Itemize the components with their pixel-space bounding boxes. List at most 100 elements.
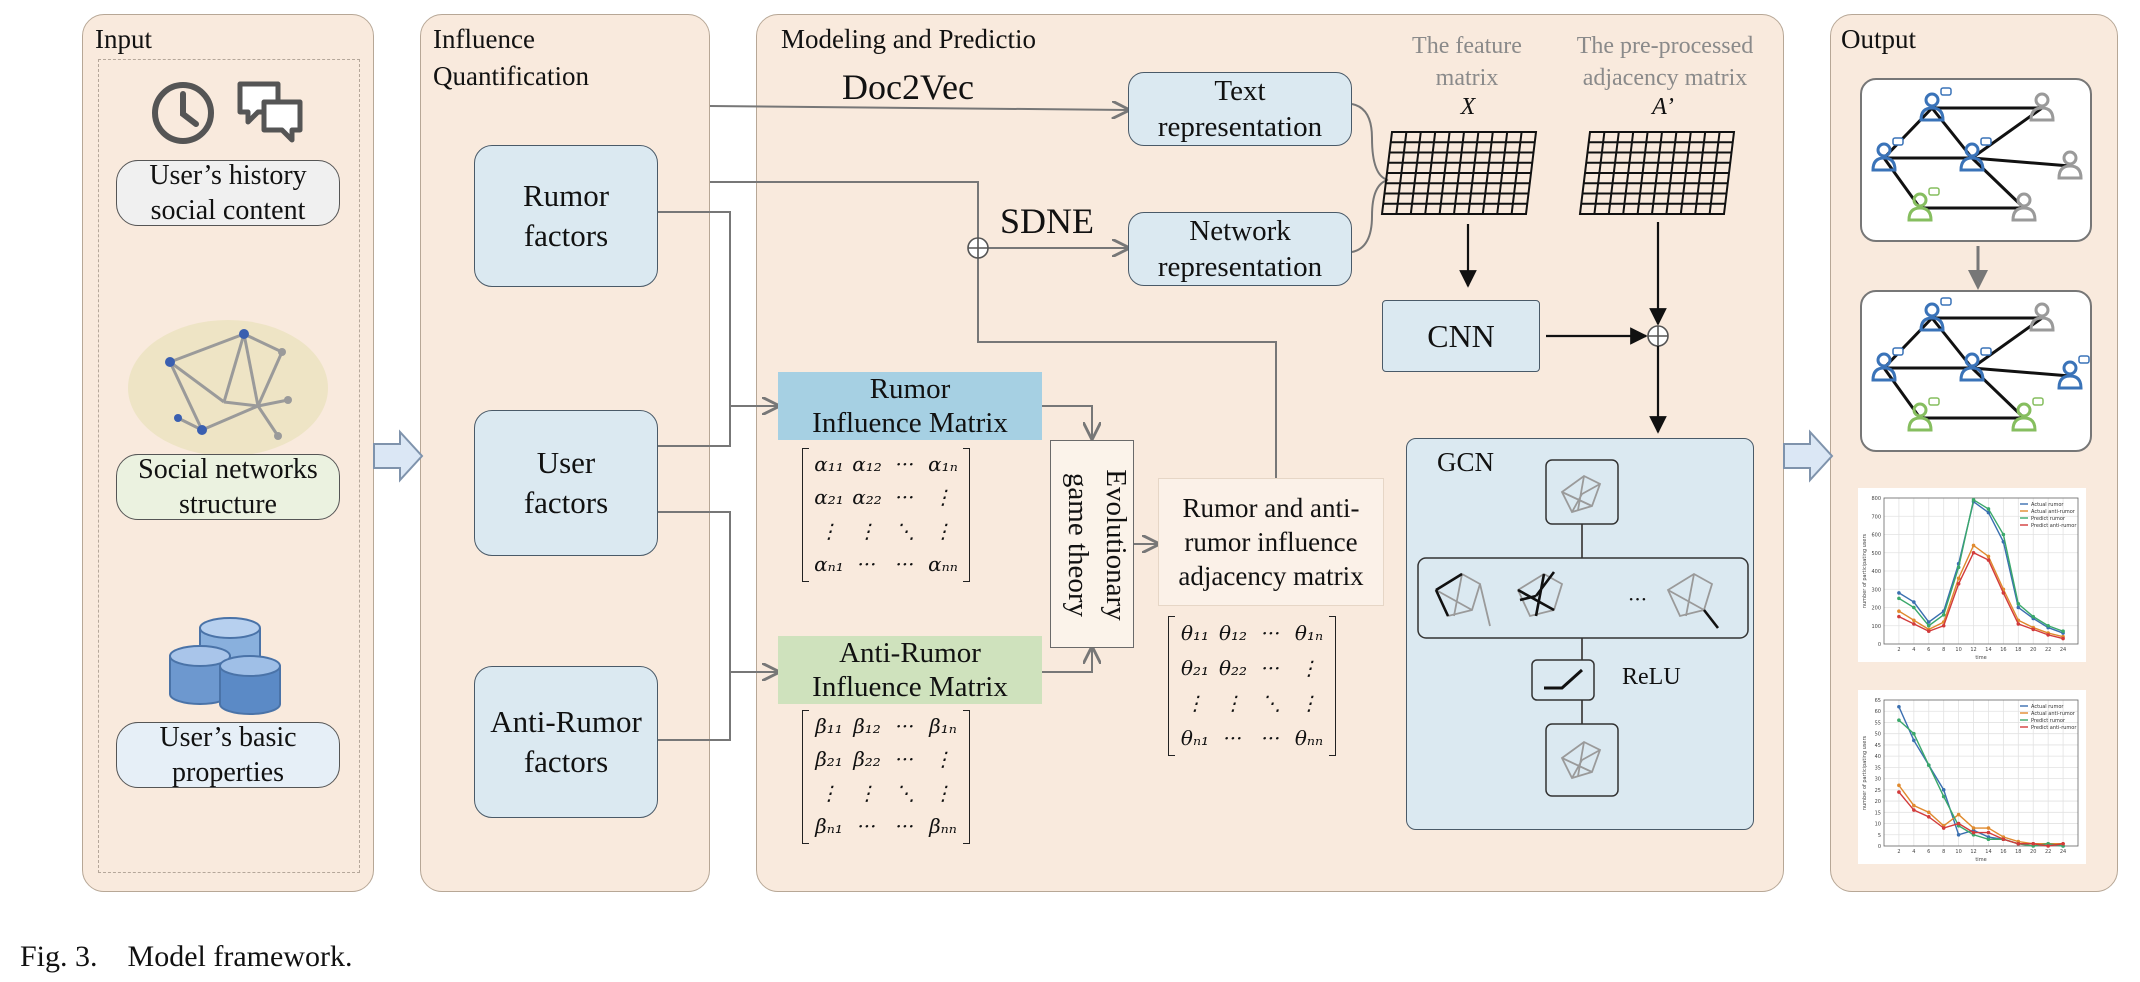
user-icon	[2011, 192, 2037, 222]
y-tick-label: 600	[1871, 533, 1881, 539]
theta-matrix-cell: ⋮	[1299, 690, 1319, 715]
data-point	[2031, 627, 2036, 632]
data-point	[1986, 507, 1991, 511]
beta-matrix-cell: ⋱	[895, 780, 915, 805]
beta-matrix-bracket-left	[802, 710, 809, 844]
beta-matrix-cell: β₂₂	[853, 747, 881, 772]
x-tick-label: 2	[1897, 849, 1900, 855]
beta-matrix-bracket-right	[963, 710, 970, 844]
network-edge	[1882, 106, 1934, 160]
user-history-social-content: User’s history social content	[116, 160, 340, 226]
adjacency-matrix-grid	[1578, 131, 1736, 215]
alpha-matrix-cell: ···	[895, 451, 915, 476]
data-point	[2001, 837, 2006, 842]
data-point	[1926, 629, 1931, 634]
alpha-matrix-bracket-right	[963, 448, 970, 582]
y-tick-label: 30	[1875, 777, 1881, 783]
y-tick-label: 25	[1875, 788, 1881, 794]
theta-matrix-cell: θₙₙ	[1294, 725, 1324, 750]
legend-entry: Predict anti-rumor	[2031, 523, 2077, 529]
y-tick-label: 5	[1878, 833, 1881, 839]
series-line	[1898, 719, 2064, 847]
theta-matrix-cell: θ₁₁	[1180, 620, 1210, 645]
network-edge	[1971, 156, 2071, 168]
x-tick-label: 16	[2000, 849, 2006, 855]
legend-entry: Predict rumor	[2031, 516, 2066, 522]
series-line	[1898, 498, 2064, 632]
clock-icon	[152, 82, 214, 144]
data-point	[1897, 614, 1901, 619]
data-point	[1926, 810, 1931, 815]
beta-matrix-cell: β₂₁	[815, 747, 843, 772]
data-point	[1986, 826, 1991, 830]
user-icon	[2029, 302, 2055, 332]
combined-adjacency-matrix-box: Rumor and anti- rumor influence adjacenc…	[1158, 478, 1384, 606]
theta-matrix-cell: θ₁₂	[1218, 620, 1248, 645]
x-tick-label: 10	[1955, 849, 1961, 855]
legend-entry: Predict rumor	[2031, 718, 2066, 724]
adjacency-matrix-symbol: A’	[1652, 94, 1674, 120]
x-tick-label: 8	[1942, 849, 1945, 855]
series-line	[1898, 544, 2064, 638]
x-tick-label: 14	[1985, 849, 1991, 855]
data-point	[2046, 633, 2050, 637]
beta-matrix-cell: β₁ₙ	[929, 713, 957, 738]
theta-matrix-cell: θ₂₁	[1180, 655, 1210, 680]
y-tick-label: 0	[1878, 642, 1881, 648]
user-icon	[1871, 347, 1904, 382]
x-tick-label: 2	[1897, 647, 1900, 653]
data-point	[1956, 581, 1961, 586]
beta-matrix-cell: βₙ₁	[815, 814, 843, 839]
anti-rumor-factors-box: Anti-Rumor factors	[474, 666, 658, 818]
beta-matrix-cell: ⋮	[933, 747, 953, 772]
data-point	[2016, 602, 2021, 606]
data-point	[2061, 629, 2065, 634]
data-point	[1986, 554, 1991, 559]
data-point	[2001, 591, 2006, 595]
chat-bubbles-icon	[237, 81, 303, 143]
data-point	[2061, 636, 2065, 641]
social-networks-structure: Social networks structure	[116, 454, 340, 520]
data-point	[1897, 790, 1901, 794]
y-tick-label: 50	[1875, 732, 1881, 738]
series-line	[1898, 791, 2064, 847]
data-point	[1897, 704, 1901, 709]
data-point	[1956, 812, 1961, 817]
x-tick-label: 10	[1955, 647, 1961, 653]
figure-caption: Fig. 3. Model framework.	[20, 940, 353, 973]
data-point	[1941, 788, 1946, 792]
x-tick-label: 6	[1927, 849, 1930, 855]
output-panel-title: Output	[1841, 24, 1917, 54]
evolutionary-game-theory-label: Evolutionary game theory	[1062, 469, 1132, 621]
data-point	[2031, 841, 2036, 846]
plot-frame	[1883, 497, 2079, 645]
x-axis-label: time	[1975, 655, 1986, 661]
user-basic-properties: User’s basic properties	[116, 722, 340, 788]
feature-matrix-label: The feature matrix	[1412, 33, 1522, 91]
data-point	[2061, 841, 2065, 846]
data-point	[1971, 543, 1976, 548]
beta-matrix-cell: ···	[895, 814, 915, 839]
x-axis-label: time	[1975, 857, 1986, 863]
user-icon	[1907, 397, 1940, 432]
legend-entry: Actual rumor	[2031, 502, 2064, 508]
user-icon	[2057, 355, 2090, 390]
data-point	[1956, 821, 1961, 826]
beta-matrix-cell: ⋮	[857, 780, 877, 805]
relu-label: ReLU	[1622, 664, 1681, 690]
data-point	[1926, 623, 1931, 628]
text-representation-box: Text representation	[1128, 72, 1352, 146]
data-point	[1971, 826, 1976, 830]
x-tick-label: 6	[1927, 647, 1930, 653]
data-point	[1926, 620, 1931, 624]
theta-matrix-cell: ⋮	[1185, 690, 1205, 715]
data-point	[1941, 826, 1946, 830]
user-icon	[1871, 137, 1904, 172]
theta-matrix-cell: ···	[1261, 725, 1281, 750]
user-icon	[2011, 397, 2044, 432]
data-point	[1926, 815, 1931, 819]
